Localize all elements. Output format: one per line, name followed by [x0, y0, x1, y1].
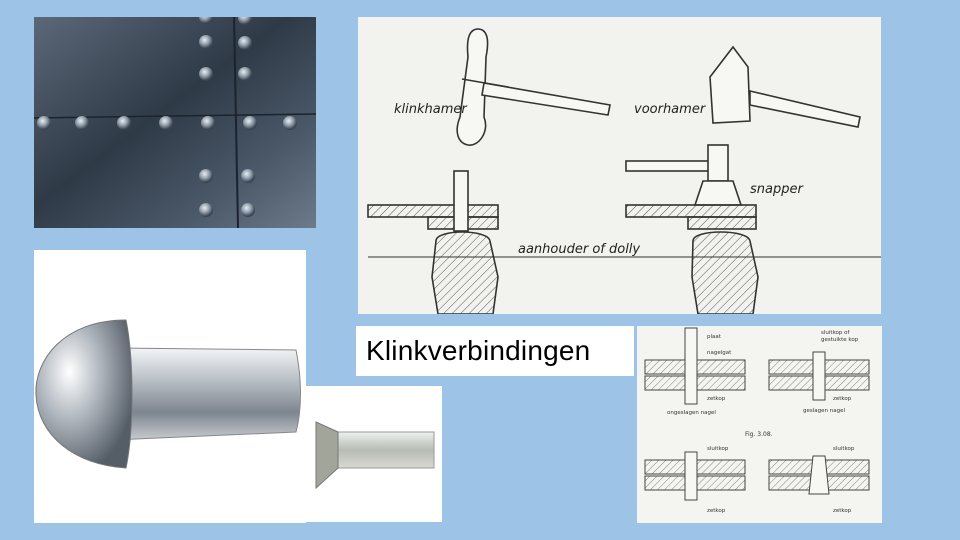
label-klinkhamer: klinkhamer [394, 102, 468, 117]
round-head-rivet-image [35, 319, 301, 469]
label-voorhamer: voorhamer [634, 102, 707, 117]
label-plaat: plaat [707, 334, 722, 340]
label-aanhouder: aanhouder of dolly [518, 242, 640, 257]
slide-title: Klinkverbindingen [366, 335, 591, 366]
label-zetkop-a: zetkop [707, 396, 726, 402]
slide-title-box: Klinkverbindingen [356, 326, 634, 376]
label-sluitkop-of: sluitkop of [821, 330, 851, 336]
label-fig: Fig. 3.08. [745, 431, 773, 438]
tools-drawing-svg: klinkhamer voorhamer snapper aanhouder o… [367, 28, 881, 314]
countersunk-rivet-image [315, 421, 435, 490]
round-head-rivet-photo [34, 250, 306, 523]
label-geslagen: geslagen nagel [803, 408, 845, 414]
riveting-tools-drawing: klinkhamer voorhamer snapper aanhouder o… [358, 17, 881, 314]
riveted-plate-photo [34, 17, 316, 228]
label-zetkop-c: zetkop [707, 508, 726, 514]
rivet-sections-drawing: plaat nagelgat zetkop ongeslagen nagel s… [637, 326, 882, 523]
label-ongeslagen: ongeslagen nagel [667, 410, 716, 416]
sections-drawing-svg: plaat nagelgat zetkop ongeslagen nagel s… [644, 327, 870, 514]
label-zetkop-b: zetkop [833, 396, 852, 402]
label-sluitkop-c: sluitkop [707, 446, 729, 452]
label-sluitkop-d: sluitkop [833, 446, 855, 452]
countersunk-rivet-photo [306, 386, 442, 522]
label-nagelgat: nagelgat [707, 350, 732, 356]
label-snapper: snapper [750, 182, 804, 197]
label-gestuikte-kop: gestuikte kop [821, 337, 859, 343]
riveted-plate-image [34, 17, 316, 228]
label-zetkop-d: zetkop [833, 508, 852, 514]
